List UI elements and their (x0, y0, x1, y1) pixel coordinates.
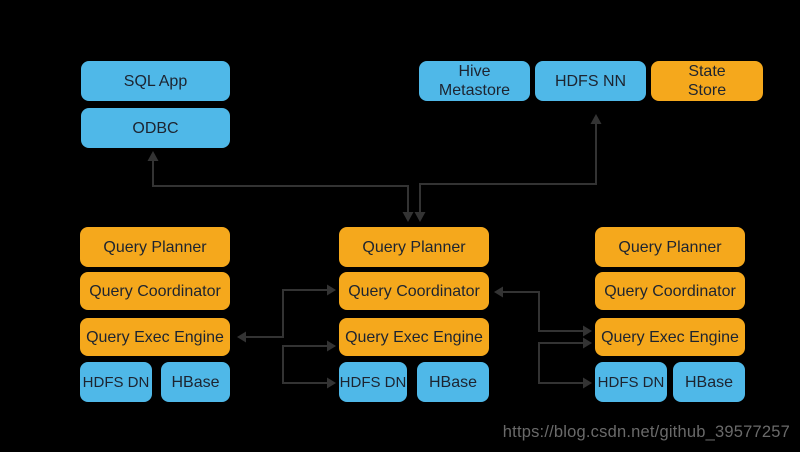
node-hbase-3: HBase (673, 362, 745, 402)
watermark-url: https://blog.csdn.net/github_39577257 (502, 423, 790, 441)
node-hive-metastore: Hive Metastore (419, 61, 530, 101)
arrowhead-right-mid-exec (327, 340, 336, 352)
node-query-planner-3: Query Planner (595, 227, 745, 267)
arrowhead-left-left-exec (237, 331, 246, 343)
node-query-planner-1: Query Planner (80, 227, 230, 267)
arrow-cluster-left-middle (237, 284, 336, 389)
arrowhead-up-odbc (147, 151, 159, 161)
node-hbase-2: HBase (417, 362, 489, 402)
arrowhead-right-right-exec-2 (583, 337, 592, 349)
arrowhead-down-planner-left (402, 212, 414, 222)
arrowhead-down-planner-right (414, 212, 426, 222)
node-query-exec-engine-1: Query Exec Engine (80, 318, 230, 356)
node-hbase-1: HBase (161, 362, 230, 402)
node-hdfs-dn-2: HDFS DN (339, 362, 407, 402)
node-hdfs-dn-3: HDFS DN (595, 362, 667, 402)
arrow-cluster-middle-right (494, 286, 592, 389)
arrowhead-right-right-hdfsdn (583, 377, 592, 389)
node-hdfs-nn: HDFS NN (535, 61, 646, 101)
arrowhead-right-mid-coordinator (327, 284, 336, 296)
node-hdfs-dn-1: HDFS DN (80, 362, 152, 402)
node-query-coordinator-2: Query Coordinator (339, 272, 489, 310)
node-odbc: ODBC (81, 108, 230, 148)
node-query-exec-engine-3: Query Exec Engine (595, 318, 745, 356)
arrowhead-right-mid-hdfsdn (327, 377, 336, 389)
arrowhead-right-right-exec (583, 325, 592, 337)
arrow-odbc-query-planner (147, 151, 414, 222)
arrowhead-left-mid-coordinator (494, 286, 503, 298)
arrowhead-up-hdfsnn (590, 114, 602, 124)
node-query-coordinator-3: Query Coordinator (595, 272, 745, 310)
node-query-planner-2: Query Planner (339, 227, 489, 267)
node-query-coordinator-1: Query Coordinator (80, 272, 230, 310)
node-state-store: State Store (651, 61, 763, 101)
arrow-hdfsnn-query-planner (414, 114, 602, 222)
node-sql-app: SQL App (81, 61, 230, 101)
node-query-exec-engine-2: Query Exec Engine (339, 318, 489, 356)
